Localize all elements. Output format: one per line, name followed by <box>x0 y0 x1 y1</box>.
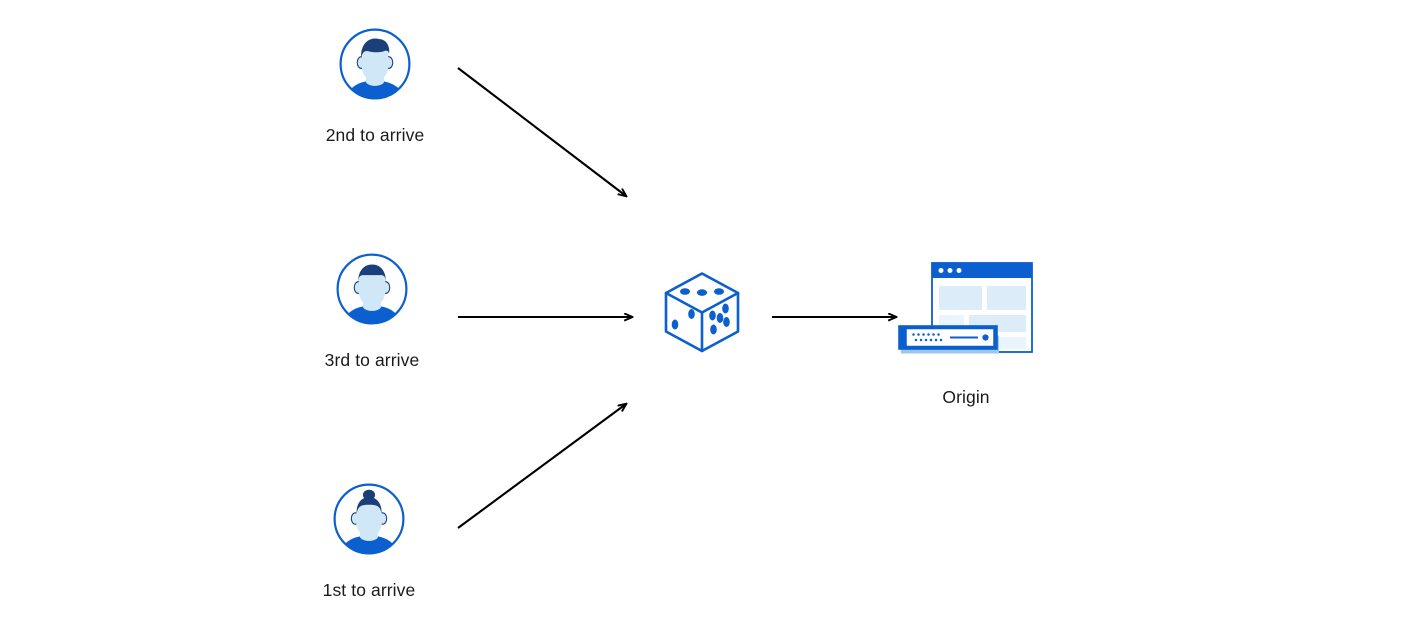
arrow-1st-to-dice <box>457 404 626 529</box>
user-avatar-icon <box>336 253 408 325</box>
client-label-1st: 1st to arrive <box>322 580 416 600</box>
client-label-2nd: 2nd to arrive <box>325 125 425 145</box>
origin-icon-group <box>898 262 1033 354</box>
arrow-2nd-to-dice <box>457 67 626 196</box>
user-avatar-icon <box>339 28 411 100</box>
client-node-2nd: 2nd to arrive <box>295 26 455 145</box>
server-router-icon <box>898 325 999 354</box>
user-avatar-icon <box>333 483 405 555</box>
origin-node: Origin <box>886 258 1046 407</box>
dice-icon <box>664 272 740 353</box>
client-node-1st: 1st to arrive <box>289 481 449 600</box>
origin-label: Origin <box>942 387 990 407</box>
client-node-3rd: 3rd to arrive <box>292 251 452 370</box>
client-label-3rd: 3rd to arrive <box>324 350 420 370</box>
origin-art <box>890 258 1042 363</box>
dice-node <box>656 266 748 358</box>
